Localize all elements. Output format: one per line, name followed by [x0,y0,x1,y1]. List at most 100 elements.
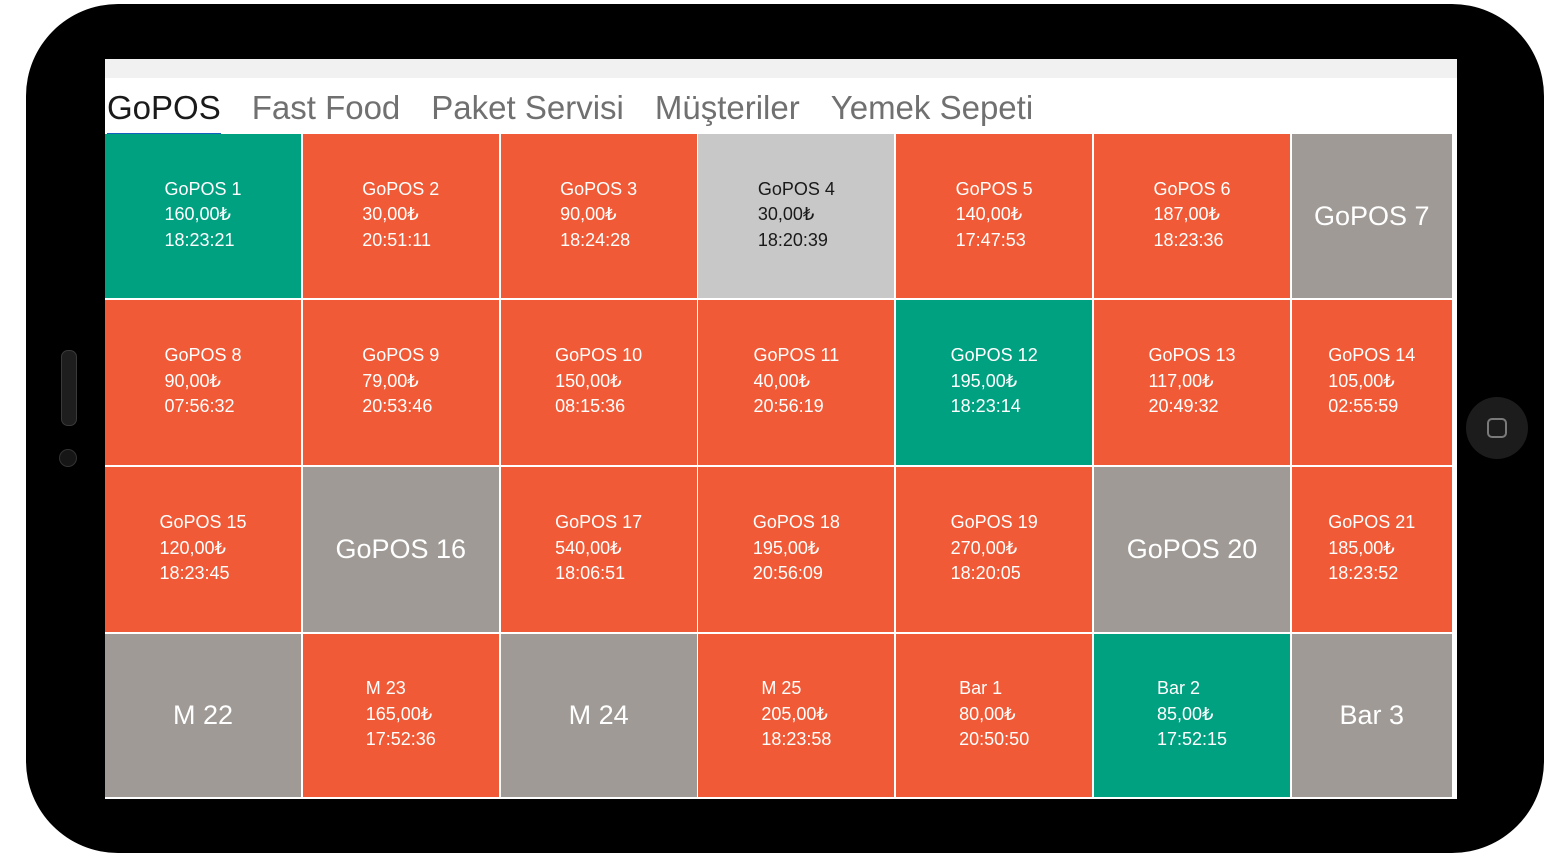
table-tile[interactable]: GoPOS 17 540,00₺ 18:06:51 [500,467,697,632]
table-tile[interactable]: M 22 [105,634,301,797]
table-time: 20:49:32 [1148,396,1219,417]
table-amount: 140,00₺ [955,204,1023,225]
table-tile[interactable]: GoPOS 16 [302,467,499,632]
table-name: GoPOS 20 [1126,534,1258,564]
table-amount: 150,00₺ [555,370,622,391]
table-amount: 540,00₺ [555,537,622,558]
tab-musteriler[interactable]: Müşteriler [654,89,800,126]
table-amount: 120,00₺ [159,537,226,558]
camera-icon [59,449,77,467]
table-tile[interactable]: GoPOS 14 105,00₺ 02:55:59 [1291,300,1452,465]
table-tile[interactable]: GoPOS 10 150,00₺ 08:15:36 [500,300,697,465]
table-tile[interactable]: GoPOS 11 40,00₺ 20:56:19 [698,300,895,465]
table-amount: 205,00₺ [761,703,828,724]
table-tile[interactable]: M 24 [500,634,697,797]
table-time: 20:56:19 [753,396,824,417]
table-amount: 79,00₺ [362,370,419,391]
table-time: 17:47:53 [955,229,1026,250]
table-amount: 187,00₺ [1153,204,1220,225]
tab-paket-servisi[interactable]: Paket Servisi [431,89,624,126]
table-time: 20:51:11 [362,229,431,250]
table-name: GoPOS 21 [1328,512,1416,533]
table-name: GoPOS 11 [753,345,840,366]
table-amount: 40,00₺ [753,370,811,391]
table-name: Bar 1 [959,678,1003,699]
table-time: 18:23:21 [164,229,235,250]
table-time: 18:23:14 [950,396,1021,417]
table-amount: 270,00₺ [950,537,1018,558]
title-bar [105,59,1457,78]
table-amount: 165,00₺ [365,703,433,724]
speaker-slot [61,350,77,426]
tab-gopos[interactable]: GoPOS [107,85,221,136]
table-name: GoPOS 16 [335,534,467,564]
table-info: GoPOS 17 540,00₺ 18:06:51 [555,510,642,587]
table-time: 18:24:28 [560,229,631,250]
table-name: GoPOS 18 [752,512,840,533]
home-button[interactable] [1466,397,1528,459]
table-name: GoPOS 12 [950,345,1038,366]
table-time: 18:23:36 [1153,229,1224,250]
table-name: GoPOS 14 [1328,345,1416,366]
table-name: M 24 [568,700,629,730]
table-time: 20:53:46 [362,396,433,417]
table-tile[interactable]: GoPOS 7 [1291,134,1452,298]
table-tile[interactable]: GoPOS 6 187,00₺ 18:23:36 [1093,134,1290,298]
tab-bar: GoPOS Fast Food Paket Servisi Müşteriler… [105,85,1064,136]
table-name: GoPOS 2 [362,178,440,199]
table-amount: 90,00₺ [560,204,617,225]
table-time: 20:56:09 [752,563,823,584]
table-time: 18:06:51 [555,563,626,584]
tab-yemek-sepeti[interactable]: Yemek Sepeti [830,89,1034,126]
table-name: Bar 2 [1156,678,1200,699]
table-name: M 23 [365,678,406,699]
table-amount: 30,00₺ [757,204,815,225]
table-name: GoPOS 13 [1148,345,1236,366]
table-name: M 22 [172,700,234,730]
table-time: 02:55:59 [1328,396,1399,417]
table-time: 18:20:05 [950,563,1021,584]
table-time: 18:23:58 [761,729,832,750]
table-tile[interactable]: GoPOS 20 [1093,467,1290,632]
table-tile[interactable]: Bar 3 [1291,634,1452,797]
tab-fast-food[interactable]: Fast Food [251,89,401,126]
table-info: GoPOS 14 105,00₺ 02:55:59 [1328,343,1415,420]
table-name: Bar 3 [1339,700,1405,730]
table-time: 20:50:50 [959,729,1030,750]
table-name: GoPOS 6 [1153,178,1231,199]
table-name: GoPOS 10 [555,345,643,366]
table-amount: 105,00₺ [1328,370,1395,391]
table-name: GoPOS 17 [555,512,643,533]
table-time: 08:15:36 [555,396,626,417]
table-info: GoPOS 10 150,00₺ 08:15:36 [555,343,642,420]
table-name: GoPOS 15 [159,512,247,533]
